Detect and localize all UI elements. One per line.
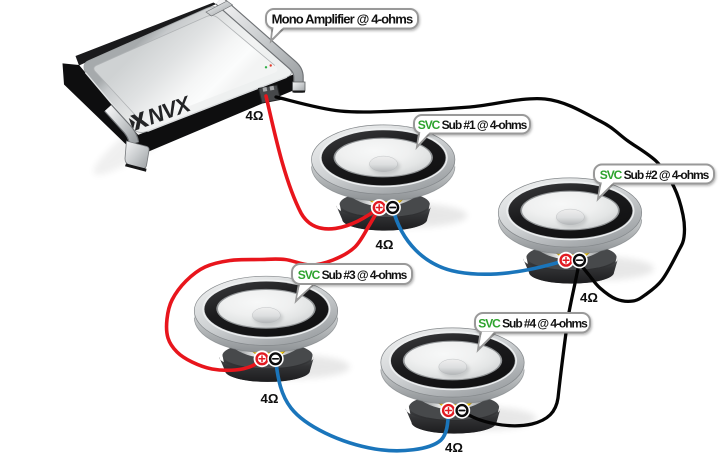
svg-text:4Ω: 4Ω: [376, 237, 394, 252]
svg-text:Mono Amplifier @ 4-ohms: Mono Amplifier @ 4-ohms: [272, 12, 413, 27]
svg-text:SVC Sub #1 @ 4-ohms: SVC Sub #1 @ 4-ohms: [418, 118, 528, 132]
svg-text:4Ω: 4Ω: [246, 108, 264, 123]
svg-text:SVC Sub #3 @ 4-ohms: SVC Sub #3 @ 4-ohms: [298, 268, 408, 282]
svg-text:4Ω: 4Ω: [580, 290, 598, 305]
svg-text:SVC Sub #4 @ 4-ohms: SVC Sub #4 @ 4-ohms: [478, 317, 588, 331]
svg-text:SVC Sub #2 @ 4-ohms: SVC Sub #2 @ 4-ohms: [600, 168, 710, 182]
svg-text:4Ω: 4Ω: [261, 391, 279, 406]
svg-text:4Ω: 4Ω: [445, 440, 463, 455]
